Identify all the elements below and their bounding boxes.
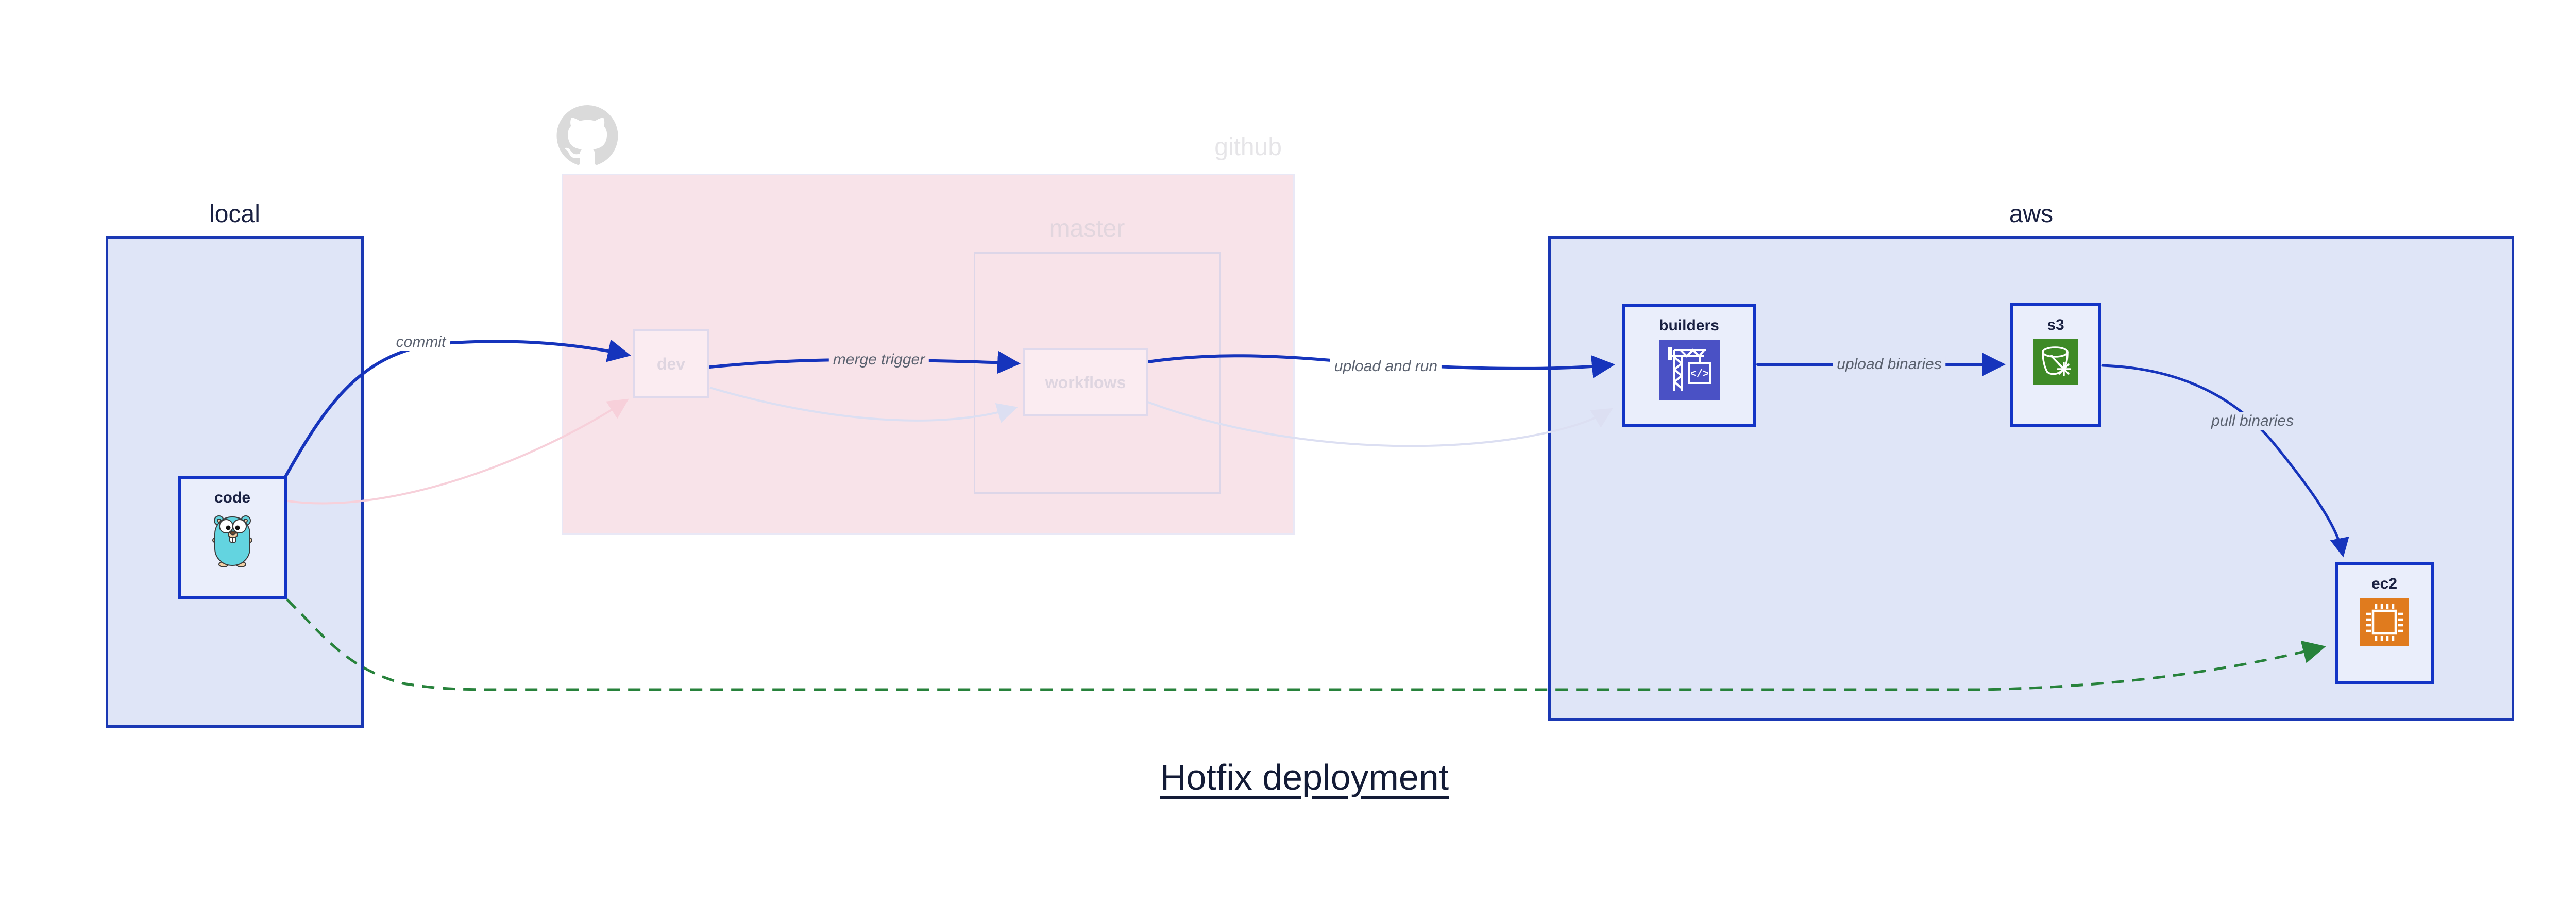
edge-faded-workflows-builders: [1147, 401, 1613, 447]
s3-bucket-icon: [2033, 339, 2078, 387]
node-workflows: workflows: [1023, 348, 1148, 416]
group-label-github: github: [1214, 133, 1282, 161]
group-label-master: master: [1049, 215, 1125, 242]
node-code: code: [178, 476, 287, 599]
edge-commit: [284, 339, 631, 477]
diagram-title: Hotfix deployment: [1160, 757, 1449, 797]
node-workflows-label: workflows: [1045, 373, 1126, 392]
go-gopher-icon: [212, 512, 252, 570]
node-s3-label: s3: [2047, 316, 2064, 333]
edge-label-upload-binaries: upload binaries: [1833, 356, 1946, 373]
node-builders: builders </>: [1622, 304, 1756, 427]
node-dev-label: dev: [656, 354, 686, 373]
svg-text:</>: </>: [1690, 369, 1708, 380]
edge-label-merge-trigger: merge trigger: [828, 351, 929, 369]
group-label-aws: aws: [2009, 201, 2054, 228]
edge-pull-binaries: [2101, 364, 2349, 558]
edge-faded-dev-workflows: [709, 387, 1018, 423]
node-s3: s3: [2010, 303, 2101, 427]
node-ec2-label: ec2: [2371, 575, 2398, 592]
group-label-local: local: [209, 201, 260, 228]
codebuild-crane-icon: </>: [1658, 340, 1720, 403]
edge-hotfix-dashed: [286, 598, 2326, 691]
node-builders-label: builders: [1659, 317, 1719, 334]
node-code-label: code: [214, 489, 251, 506]
group-box-master: [974, 252, 1221, 494]
github-octocat-icon: [556, 105, 619, 169]
edge-label-upload-and-run: upload and run: [1330, 358, 1442, 375]
edge-label-commit: commit: [392, 333, 450, 351]
node-ec2: ec2: [2335, 562, 2434, 684]
edge-faded-code-dev: [287, 398, 629, 505]
edge-label-pull-binaries: pull binaries: [2207, 412, 2298, 430]
ec2-chip-icon: [2360, 598, 2409, 649]
node-dev: dev: [633, 329, 709, 398]
